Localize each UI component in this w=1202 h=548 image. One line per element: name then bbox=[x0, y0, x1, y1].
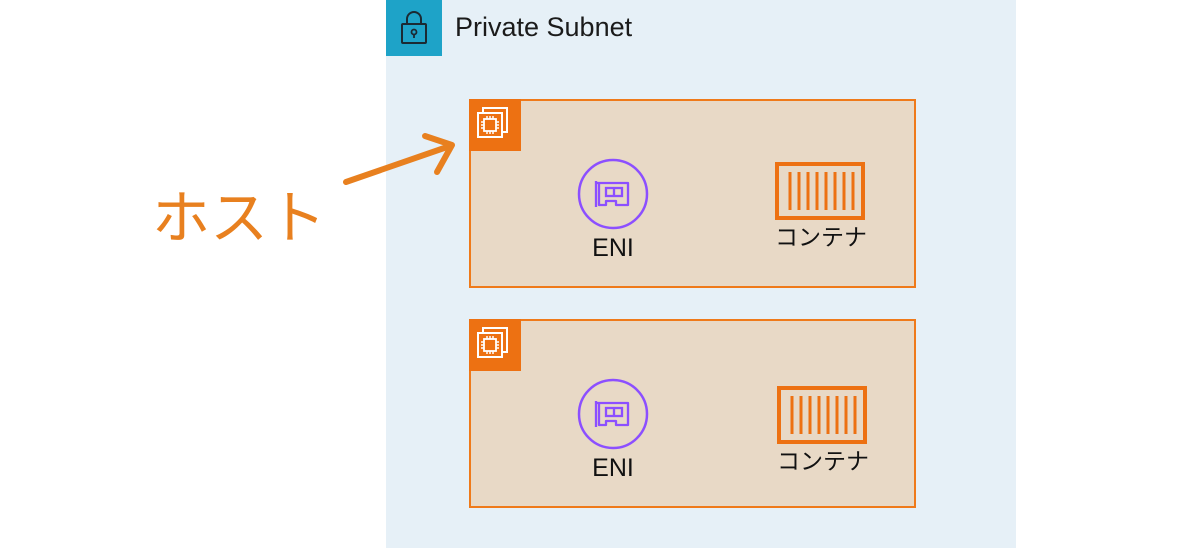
eni-label: ENI bbox=[592, 454, 634, 482]
subnet-badge bbox=[386, 0, 442, 56]
host-callout-label: ホスト bbox=[152, 184, 327, 252]
ec2-instances-icon bbox=[477, 107, 508, 138]
container-label: コンテナ bbox=[775, 225, 867, 251]
container-icon bbox=[774, 161, 868, 221]
container-label: コンテナ bbox=[777, 449, 869, 475]
host-badge-2 bbox=[469, 319, 521, 371]
eni-label: ENI bbox=[592, 234, 634, 262]
ec2-instances-icon bbox=[477, 327, 508, 358]
network-interface-icon bbox=[576, 377, 650, 451]
network-interface-icon bbox=[576, 157, 650, 231]
subnet-title: Private Subnet bbox=[455, 12, 633, 42]
host-badge-1 bbox=[469, 99, 521, 151]
lock-icon bbox=[401, 11, 427, 44]
container-icon bbox=[776, 385, 870, 445]
host-box-1: ENI コンテナ bbox=[469, 99, 916, 288]
host-box-2: ENI コンテナ bbox=[469, 319, 916, 508]
